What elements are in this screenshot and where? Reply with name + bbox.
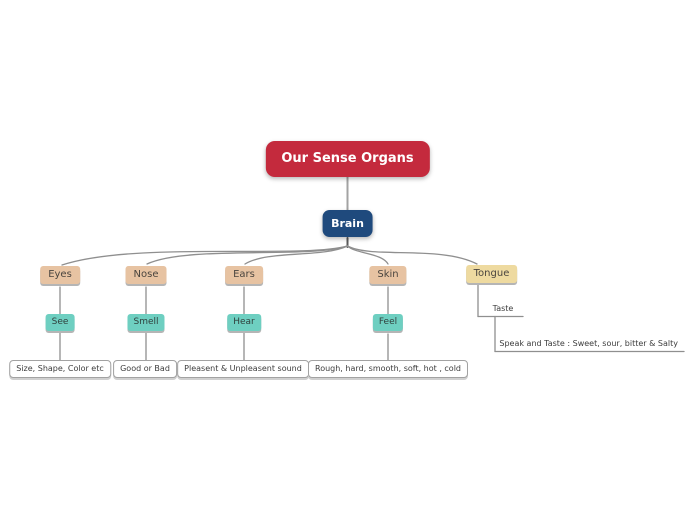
sense-node-feel[interactable]: Feel xyxy=(372,314,404,331)
branch-node-ears[interactable]: Ears xyxy=(225,266,263,284)
edge-brain-nose xyxy=(146,245,349,265)
edge-brain-tongue xyxy=(346,245,478,265)
sense-node-smell[interactable]: Smell xyxy=(127,314,165,331)
branch-node-eyes[interactable]: Eyes xyxy=(40,266,80,284)
sense-node-hear[interactable]: Hear xyxy=(227,314,261,331)
leaf-node-eyes[interactable]: Size, Shape, Color etc xyxy=(9,360,111,378)
leaf-node-skin[interactable]: Rough, hard, smooth, soft, hot , cold xyxy=(307,360,469,378)
edge-brain-eyes xyxy=(61,245,349,266)
leaf-node-tongue[interactable]: Speak and Taste : Sweet, sour, bitter & … xyxy=(499,339,678,348)
sense-node-see[interactable]: See xyxy=(45,314,75,331)
leaf-node-ears[interactable]: Pleasent & Unpleasent sound xyxy=(177,360,309,378)
sense-node-taste[interactable]: Taste xyxy=(492,304,514,313)
edge-brain-ears xyxy=(244,245,349,265)
branch-node-nose[interactable]: Nose xyxy=(125,266,167,284)
branch-node-skin[interactable]: Skin xyxy=(369,266,407,284)
leaf-node-nose[interactable]: Good or Bad xyxy=(113,360,177,378)
branch-node-tongue[interactable]: Tongue xyxy=(465,265,518,283)
root-node[interactable]: Our Sense Organs xyxy=(265,141,430,177)
brain-node[interactable]: Brain xyxy=(322,210,373,238)
